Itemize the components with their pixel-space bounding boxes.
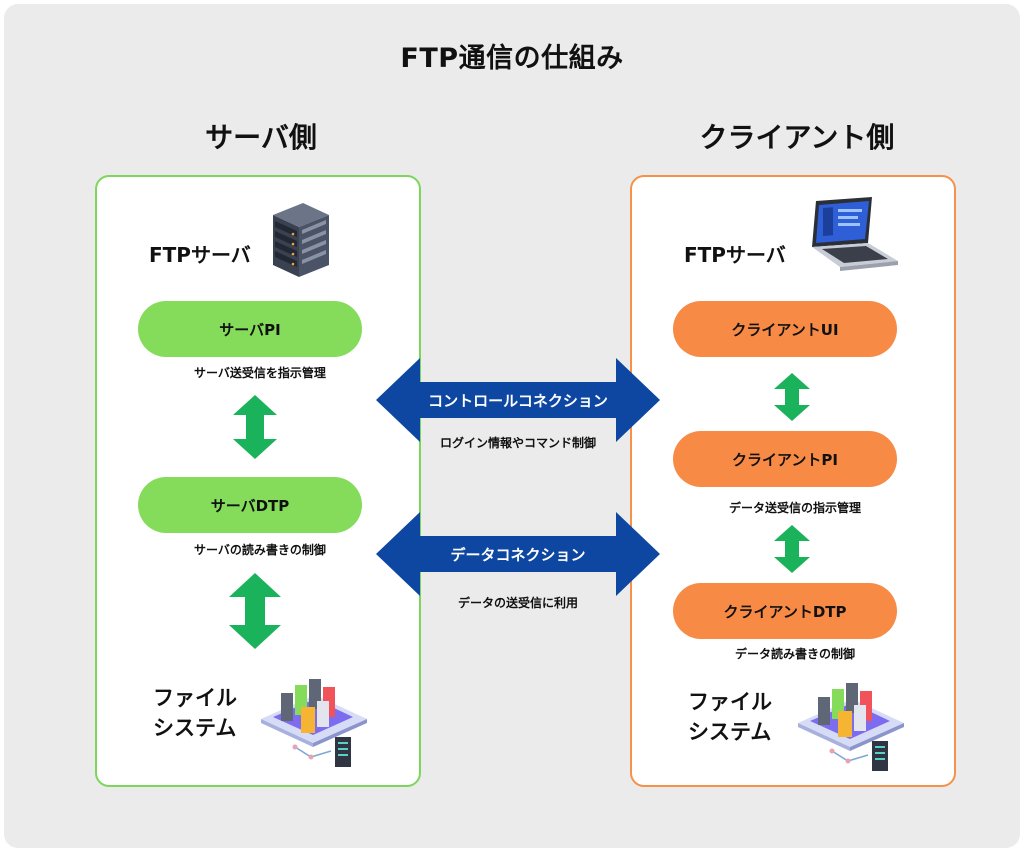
server-dtp-node: サーバDTP xyxy=(138,477,362,533)
control-connection-note: ログイン情報やコマンド制御 xyxy=(439,436,596,450)
data-connection-arrow xyxy=(376,512,660,596)
server-rack-icon xyxy=(273,203,329,277)
client-node-label: FTPサーバ xyxy=(684,243,786,267)
server-filesystem-icon xyxy=(261,679,367,767)
server-node-label: FTPサーバ xyxy=(149,243,251,267)
diagram-title: FTP通信の仕組み xyxy=(400,43,624,74)
control-connection-arrow xyxy=(376,358,660,442)
client-ui-pi-arrow xyxy=(774,373,810,421)
data-connection-label: データコネクション xyxy=(450,546,586,564)
client-pi-dtp-arrow xyxy=(774,525,810,573)
client-pi-note: データ送受信の指示管理 xyxy=(728,501,861,515)
server-dtp-fs-arrow xyxy=(229,573,281,649)
server-pi-node: サーバPI xyxy=(138,301,362,357)
data-connection-note: データの送受信に利用 xyxy=(457,596,578,610)
client-panel: FTPサーバ クライアントUI クライアントPI データ送受信の指示管理 クライ… xyxy=(630,175,956,787)
server-side-heading: サーバ側 xyxy=(205,121,317,154)
server-dtp-note: サーバの読み書きの制御 xyxy=(194,543,326,557)
server-pi-dtp-arrow xyxy=(233,395,277,459)
server-filesystem-label: ファイル システム xyxy=(153,686,237,740)
client-filesystem-label: ファイル システム xyxy=(688,690,772,744)
client-pi-node: クライアントPI xyxy=(673,431,897,487)
client-dtp-node: クライアントDTP xyxy=(673,583,897,639)
control-connection-label: コントロールコネクション xyxy=(428,392,608,410)
client-filesystem-icon xyxy=(798,683,904,771)
server-pi-note: サーバ送受信を指示管理 xyxy=(194,366,326,380)
client-ui-node: クライアントUI xyxy=(673,301,897,357)
client-dtp-note: データ読み書きの制御 xyxy=(734,647,855,661)
client-side-heading: クライアント側 xyxy=(699,121,895,154)
server-panel: FTPサーバ サーバPI サーバ送受信を指示管理 サーバDTP サーバの読み書き… xyxy=(95,175,421,787)
laptop-icon xyxy=(812,197,898,271)
